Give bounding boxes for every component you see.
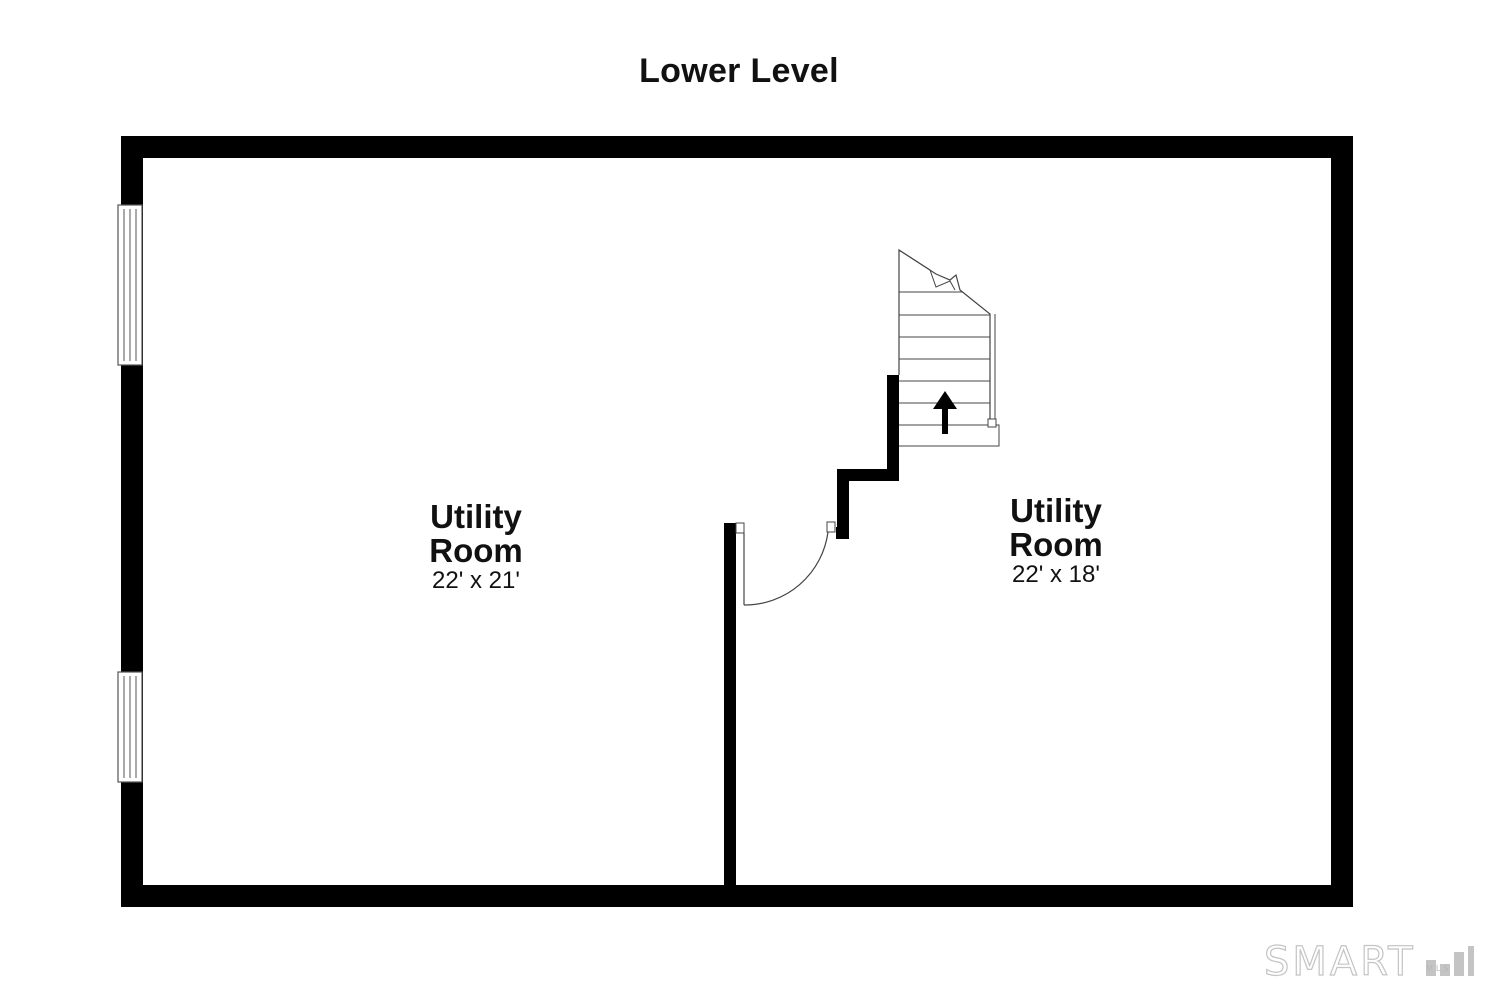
room-name: Room xyxy=(429,531,523,569)
room-name: Utility xyxy=(430,498,522,535)
room-label-utility-room-2: Utility Room 22' x 18' xyxy=(956,494,1156,588)
room-dimensions: 22' x 21' xyxy=(432,567,520,595)
room-name: Room xyxy=(1009,525,1103,563)
smart-mls-logo: SMART MLS xyxy=(1263,939,1484,985)
staircase xyxy=(898,248,1000,447)
exterior-wall xyxy=(121,136,1353,907)
room-dimensions: 22' x 18' xyxy=(1012,561,1100,589)
stair-wall xyxy=(836,375,899,539)
logo-bars-icon xyxy=(1426,946,1474,976)
window-lower xyxy=(117,671,143,783)
window-upper xyxy=(117,204,143,366)
logo-text: SMART xyxy=(1263,939,1416,985)
room-label-utility-room-1: Utility Room 22' x 21' xyxy=(376,500,576,594)
door xyxy=(735,521,836,606)
page-title: Lower Level xyxy=(639,52,839,90)
room-name: Utility xyxy=(1010,492,1102,529)
logo-subtext: MLS xyxy=(1426,964,1452,973)
interior-wall xyxy=(724,523,736,891)
arrow-up-icon xyxy=(933,391,957,434)
